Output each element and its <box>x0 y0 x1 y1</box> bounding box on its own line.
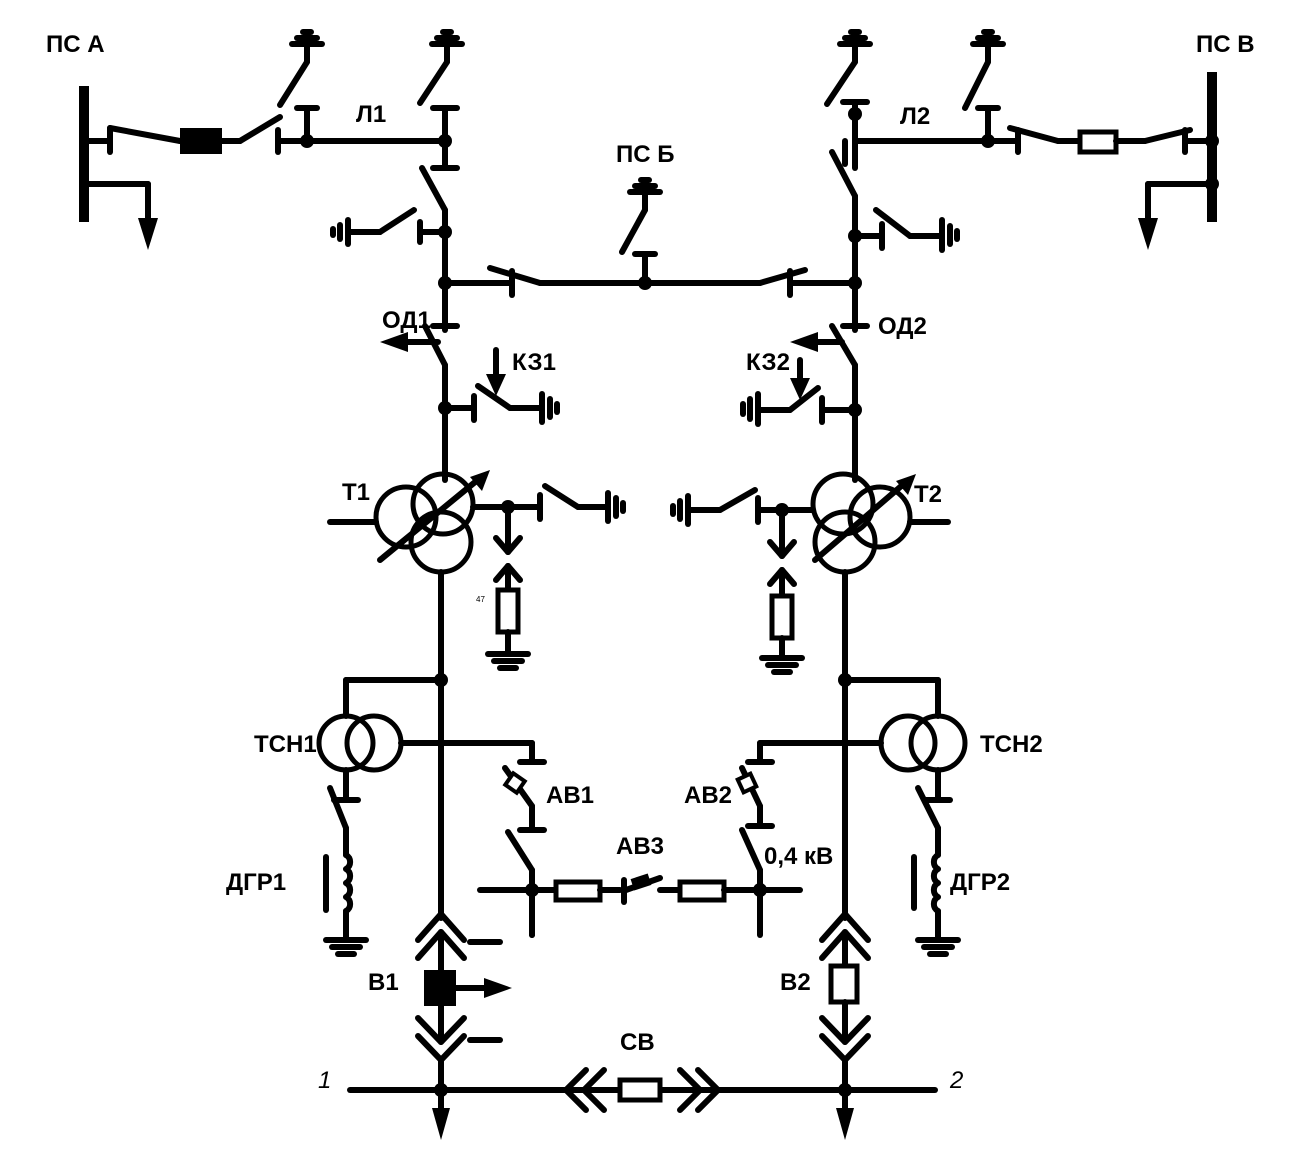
label-od2: ОД2 <box>878 313 927 340</box>
label-voltage-04: 0,4 кВ <box>764 843 833 870</box>
tsn1-branch: ТСН1 АВ1 ДГР1 <box>226 673 594 957</box>
label-av2: АВ2 <box>684 782 732 809</box>
od2-kz2: ОД2 КЗ2 <box>740 313 927 483</box>
label-l2: Л2 <box>900 103 930 130</box>
incoming-line-l2: ПС В Л2 <box>848 29 1255 250</box>
sectional-bus: СВ 1 2 <box>318 1029 963 1140</box>
label-tsn1: ТСН1 <box>254 731 317 758</box>
label-dgr2: ДГР2 <box>950 869 1010 896</box>
label-sv: СВ <box>620 1029 655 1056</box>
label-kz1: КЗ1 <box>512 349 556 376</box>
load-arrow-icon <box>432 1108 450 1140</box>
circuit-breaker-icon <box>180 128 222 154</box>
arrow-left-icon <box>380 332 408 352</box>
load-arrow-icon <box>836 1108 854 1140</box>
circuit-breaker-icon <box>1077 129 1119 155</box>
tsn2-branch: ТСН2 АВ2 ДГР2 0,4 кВ <box>684 673 1043 957</box>
label-v2: В2 <box>780 969 811 996</box>
breaker-v1: В1 <box>368 911 512 1113</box>
label-bus-1: 1 <box>318 1067 331 1094</box>
label-t2: Т2 <box>914 481 942 508</box>
breaker-v2: В2 <box>780 911 871 1113</box>
arrow-right-icon <box>484 978 512 998</box>
label-ps-v: ПС В <box>1196 31 1255 58</box>
transformer-t1: Т1 47 <box>327 470 626 921</box>
label-ps-b: ПС Б <box>616 141 675 168</box>
label-dgr1: ДГР1 <box>226 869 286 896</box>
label-l1: Л1 <box>356 101 386 128</box>
right-line-vertical <box>824 29 960 333</box>
label-av1: АВ1 <box>546 782 594 809</box>
label-tiny-mark: 47 <box>476 595 485 604</box>
arrow-left-icon <box>790 332 818 352</box>
incoming-line-l1: ПС А Л1 <box>46 29 448 250</box>
load-arrow-icon <box>1138 218 1158 250</box>
label-kz2: КЗ2 <box>746 349 790 376</box>
label-av3: АВ3 <box>616 833 664 860</box>
bridge-ps-b: ПС Б <box>442 141 862 298</box>
label-bus-2: 2 <box>949 1067 963 1094</box>
label-ps-a: ПС А <box>46 31 105 58</box>
label-t1: Т1 <box>342 479 370 506</box>
load-arrow-icon <box>138 218 158 250</box>
lv-bus-av3: АВ3 <box>477 833 803 938</box>
label-tsn2: ТСН2 <box>980 731 1043 758</box>
circuit-breaker-icon <box>424 970 456 1006</box>
od1-kz1: ОД1 КЗ1 <box>380 307 560 483</box>
left-line-vertical <box>330 29 465 333</box>
label-od1: ОД1 <box>382 307 431 334</box>
label-v1: В1 <box>368 969 399 996</box>
